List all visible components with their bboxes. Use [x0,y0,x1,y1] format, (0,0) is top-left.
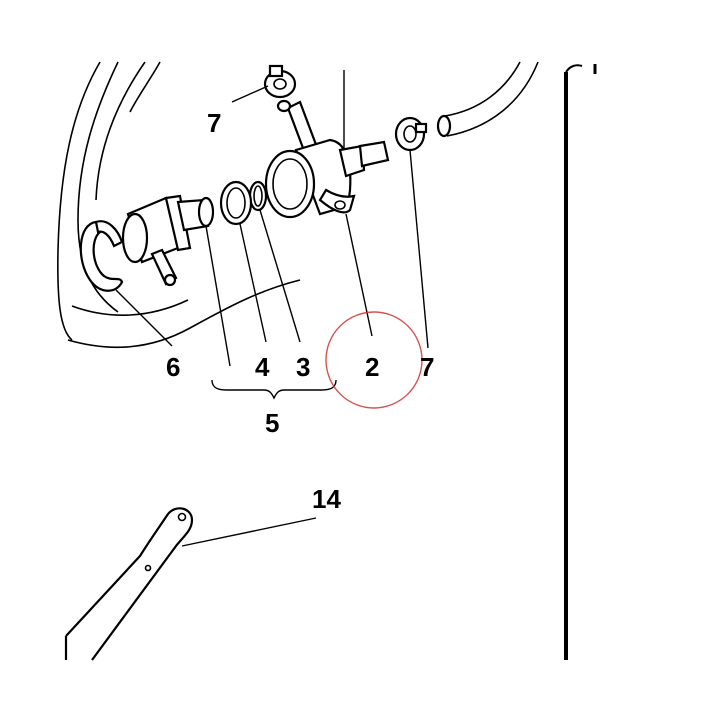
callout-2: 2 [365,352,379,382]
o-ring-icon [248,180,268,212]
frame-edge [564,64,597,660]
highlight-circle [325,311,423,409]
callout-7-top: 7 [207,108,221,138]
o-ring-icon [219,180,253,226]
callout-7-right: 7 [420,352,434,382]
circlip-icon [79,220,124,292]
fuel-hose-icon [436,61,539,138]
leader-lines [115,85,429,547]
callout-4: 4 [255,352,270,382]
callout-5: 5 [265,408,279,438]
callout-6: 6 [166,352,180,382]
regulator-housing-icon [264,138,390,219]
callout-3: 3 [296,352,310,382]
frame-tube-icon [57,61,301,349]
hose-clamp-icon [263,64,297,99]
bracket-icon [64,507,194,661]
group-brace [211,379,337,400]
callout-14: 14 [312,484,341,514]
hose-clamp-icon [394,116,428,152]
fuel-pressure-regulator-icon [121,194,215,287]
